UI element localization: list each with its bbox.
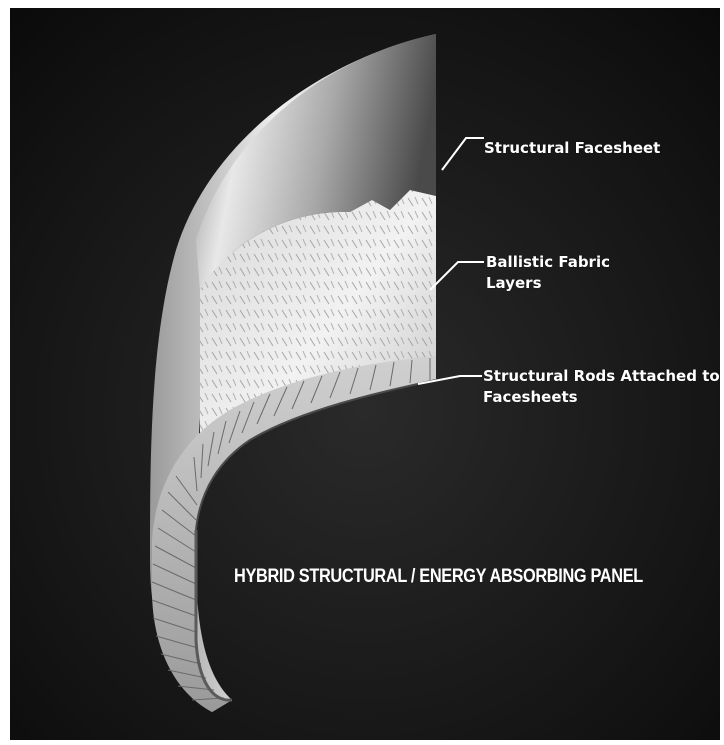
label-structural-facesheet: Structural Facesheet [484, 138, 660, 159]
label-structural-rods: Structural Rods Attached to Facesheets [483, 366, 723, 408]
diagram-title: HYBRID STRUCTURAL / ENERGY ABSORBING PAN… [234, 566, 643, 588]
label-ballistic-fabric-layers: Ballistic Fabric Layers [486, 252, 636, 294]
